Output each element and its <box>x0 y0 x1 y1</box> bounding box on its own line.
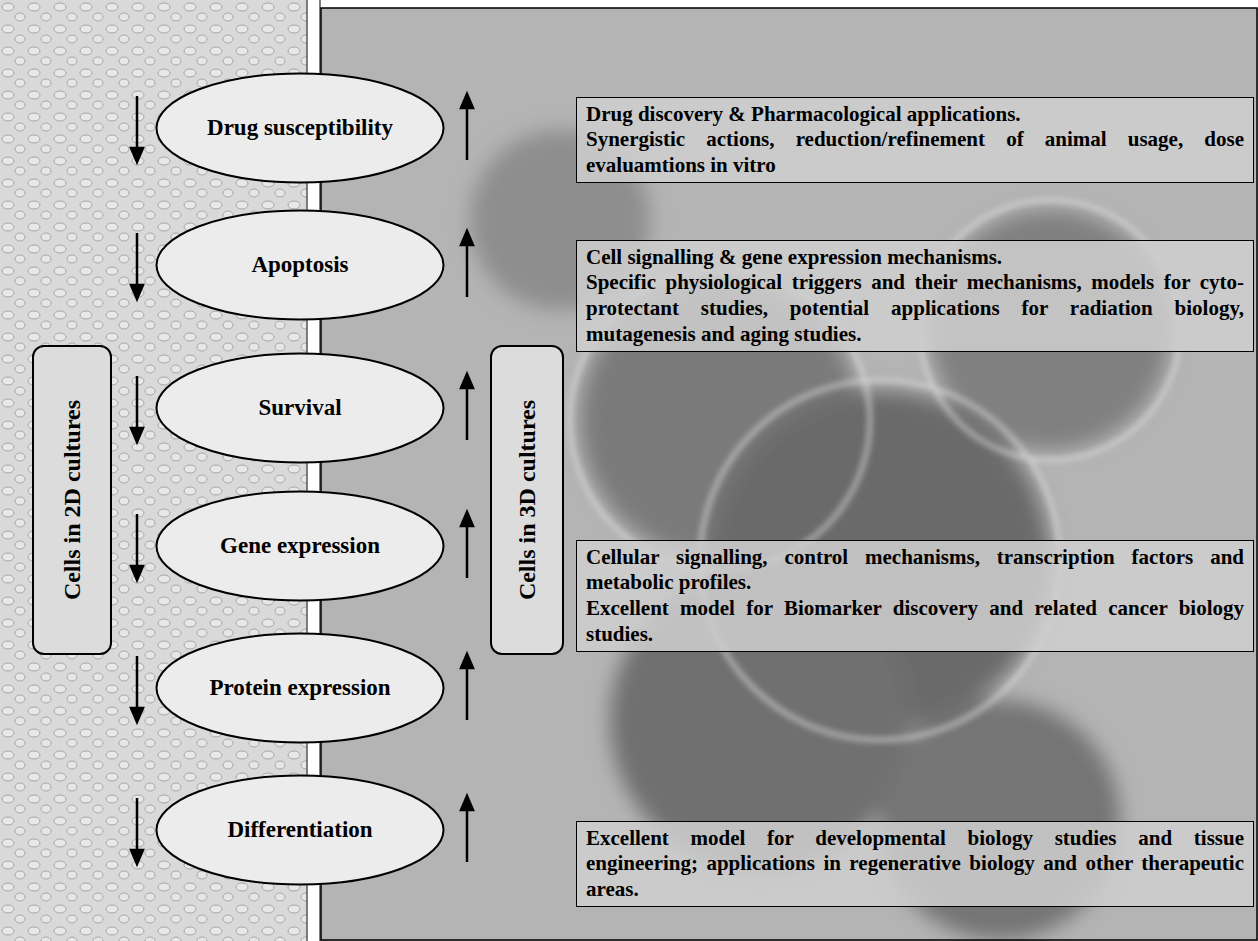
arrow-head <box>461 231 473 245</box>
application-box: Drug discovery & Pharmacological applica… <box>576 97 1254 184</box>
arrow-head <box>461 512 473 526</box>
arrow-head <box>461 654 473 668</box>
ellipse-shape <box>157 211 444 320</box>
application-text: Cell signalling & gene expression mechan… <box>586 245 1244 271</box>
culture-label: Cells in 3D cultures <box>514 400 541 600</box>
ellipse-shape <box>157 634 444 743</box>
property-label: Drug susceptibility <box>207 115 393 141</box>
application-text: Excellent model for developmental biolog… <box>586 826 1244 903</box>
arrow-head <box>461 796 473 810</box>
application-text: Specific physiological triggers and thei… <box>586 270 1244 347</box>
down-arrow <box>136 376 139 432</box>
property-ellipse: Survival <box>155 352 445 464</box>
down-arrow <box>136 96 139 152</box>
property-ellipse: Drug susceptibility <box>155 72 445 184</box>
up-arrow <box>466 806 469 862</box>
ellipse-shape <box>157 74 444 183</box>
up-arrow <box>466 384 469 440</box>
up-arrow <box>466 664 469 720</box>
arrow-head <box>461 94 473 108</box>
culture-label: Cells in 2D cultures <box>59 400 86 600</box>
arrow-head <box>131 850 143 864</box>
panel-frame <box>321 8 1257 940</box>
arrow-head <box>131 566 143 580</box>
arrow-head <box>131 285 143 299</box>
application-text: Excellent model for Biomarker discovery … <box>586 596 1244 647</box>
property-ellipse: Apoptosis <box>155 209 445 321</box>
property-ellipse: Differentiation <box>155 774 445 886</box>
up-arrow <box>466 104 469 160</box>
application-text: Synergistic actions, reduction/refinemen… <box>586 127 1244 178</box>
down-arrow <box>136 656 139 712</box>
ellipse-shape <box>157 492 444 601</box>
down-arrow <box>136 233 139 289</box>
ellipse-shape <box>157 776 444 885</box>
arrow-head <box>131 428 143 442</box>
property-label: Apoptosis <box>251 252 348 278</box>
application-text: Drug discovery & Pharmacological applica… <box>586 102 1244 128</box>
down-arrow <box>136 798 139 854</box>
up-arrow <box>466 241 469 297</box>
application-box: Cell signalling & gene expression mechan… <box>576 240 1254 352</box>
down-arrow <box>136 514 139 570</box>
application-text: Cellular signalling, control mechanisms,… <box>586 545 1244 596</box>
application-box: Excellent model for developmental biolog… <box>576 821 1254 908</box>
arrow-head <box>131 708 143 722</box>
arrow-head <box>131 148 143 162</box>
application-box: Cellular signalling, control mechanisms,… <box>576 540 1254 652</box>
up-arrow <box>466 522 469 578</box>
arrow-head <box>461 374 473 388</box>
ellipse-shape <box>157 354 444 463</box>
property-label: Protein expression <box>209 675 390 701</box>
culture-label-box: Cells in 2D cultures <box>32 345 112 655</box>
property-ellipse: Gene expression <box>155 490 445 602</box>
property-label: Survival <box>258 395 341 421</box>
property-ellipse: Protein expression <box>155 632 445 744</box>
property-label: Gene expression <box>220 533 380 559</box>
3d-culture-micrograph <box>321 8 1258 941</box>
culture-label-box: Cells in 3D cultures <box>490 345 564 655</box>
property-label: Differentiation <box>227 817 372 843</box>
